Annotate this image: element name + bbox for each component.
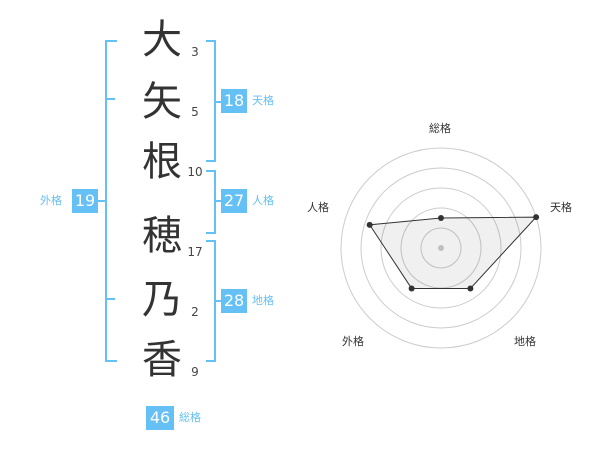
radar-point-5 — [366, 221, 373, 228]
radar-point-3 — [467, 285, 474, 292]
radar-area — [368, 216, 538, 289]
radar-point-2 — [533, 214, 540, 221]
tenkaku-badge: 18 — [221, 89, 247, 113]
gaikaku-bracket-tick-bottom — [105, 298, 115, 300]
radar-label-soukaku: 総格 — [429, 122, 451, 135]
stroke-count-6: 9 — [191, 365, 199, 379]
soukaku-label: 総格 — [179, 411, 201, 424]
chikaku-badge: 28 — [221, 289, 247, 313]
name-char-3: 根 — [142, 139, 182, 185]
jinkaku-label: 人格 — [252, 194, 274, 207]
jinkaku-connector — [216, 200, 222, 202]
chikaku-connector — [216, 300, 222, 302]
radar-label-gaikaku: 外格 — [342, 335, 364, 348]
gaikaku-bracket — [105, 40, 117, 362]
stroke-count-3: 10 — [187, 165, 203, 179]
radar-grid-ring-3 — [380, 187, 502, 309]
chikaku-bracket — [206, 240, 216, 362]
name-char-1: 大 — [142, 17, 182, 63]
radar-grid-ring-2 — [360, 167, 522, 329]
soukaku-badge: 46 — [146, 406, 174, 430]
name-char-5: 乃 — [142, 277, 182, 323]
stroke-count-5: 2 — [191, 305, 199, 319]
radar-point-1 — [438, 215, 444, 221]
stroke-count-2: 5 — [191, 105, 199, 119]
radar-center-dot — [438, 245, 444, 251]
tenkaku-bracket — [206, 40, 216, 162]
radar-label-chikaku: 地格 — [514, 335, 536, 348]
jinkaku-badge: 27 — [221, 189, 247, 213]
tenkaku-connector — [216, 101, 222, 103]
name-char-6: 香 — [142, 337, 182, 383]
tenkaku-label: 天格 — [252, 94, 274, 107]
radar-label-tenkaku: 天格 — [550, 201, 572, 214]
name-char-4: 穂 — [142, 213, 182, 259]
name-char-2: 矢 — [142, 79, 182, 125]
gaikaku-badge: 19 — [72, 189, 98, 213]
stroke-count-1: 3 — [191, 45, 199, 59]
radar-label-jinkaku: 人格 — [307, 201, 329, 214]
radar-grid-ring-5 — [420, 227, 462, 269]
stroke-count-4: 17 — [187, 245, 203, 259]
jinkaku-bracket — [206, 170, 216, 234]
radar-point-4 — [408, 285, 415, 292]
gaikaku-connector — [98, 200, 105, 202]
gaikaku-label: 外格 — [40, 194, 62, 207]
radar-grid-ring-1 — [340, 147, 542, 349]
gaikaku-bracket-tick-top — [105, 98, 115, 100]
chikaku-label: 地格 — [252, 294, 274, 307]
